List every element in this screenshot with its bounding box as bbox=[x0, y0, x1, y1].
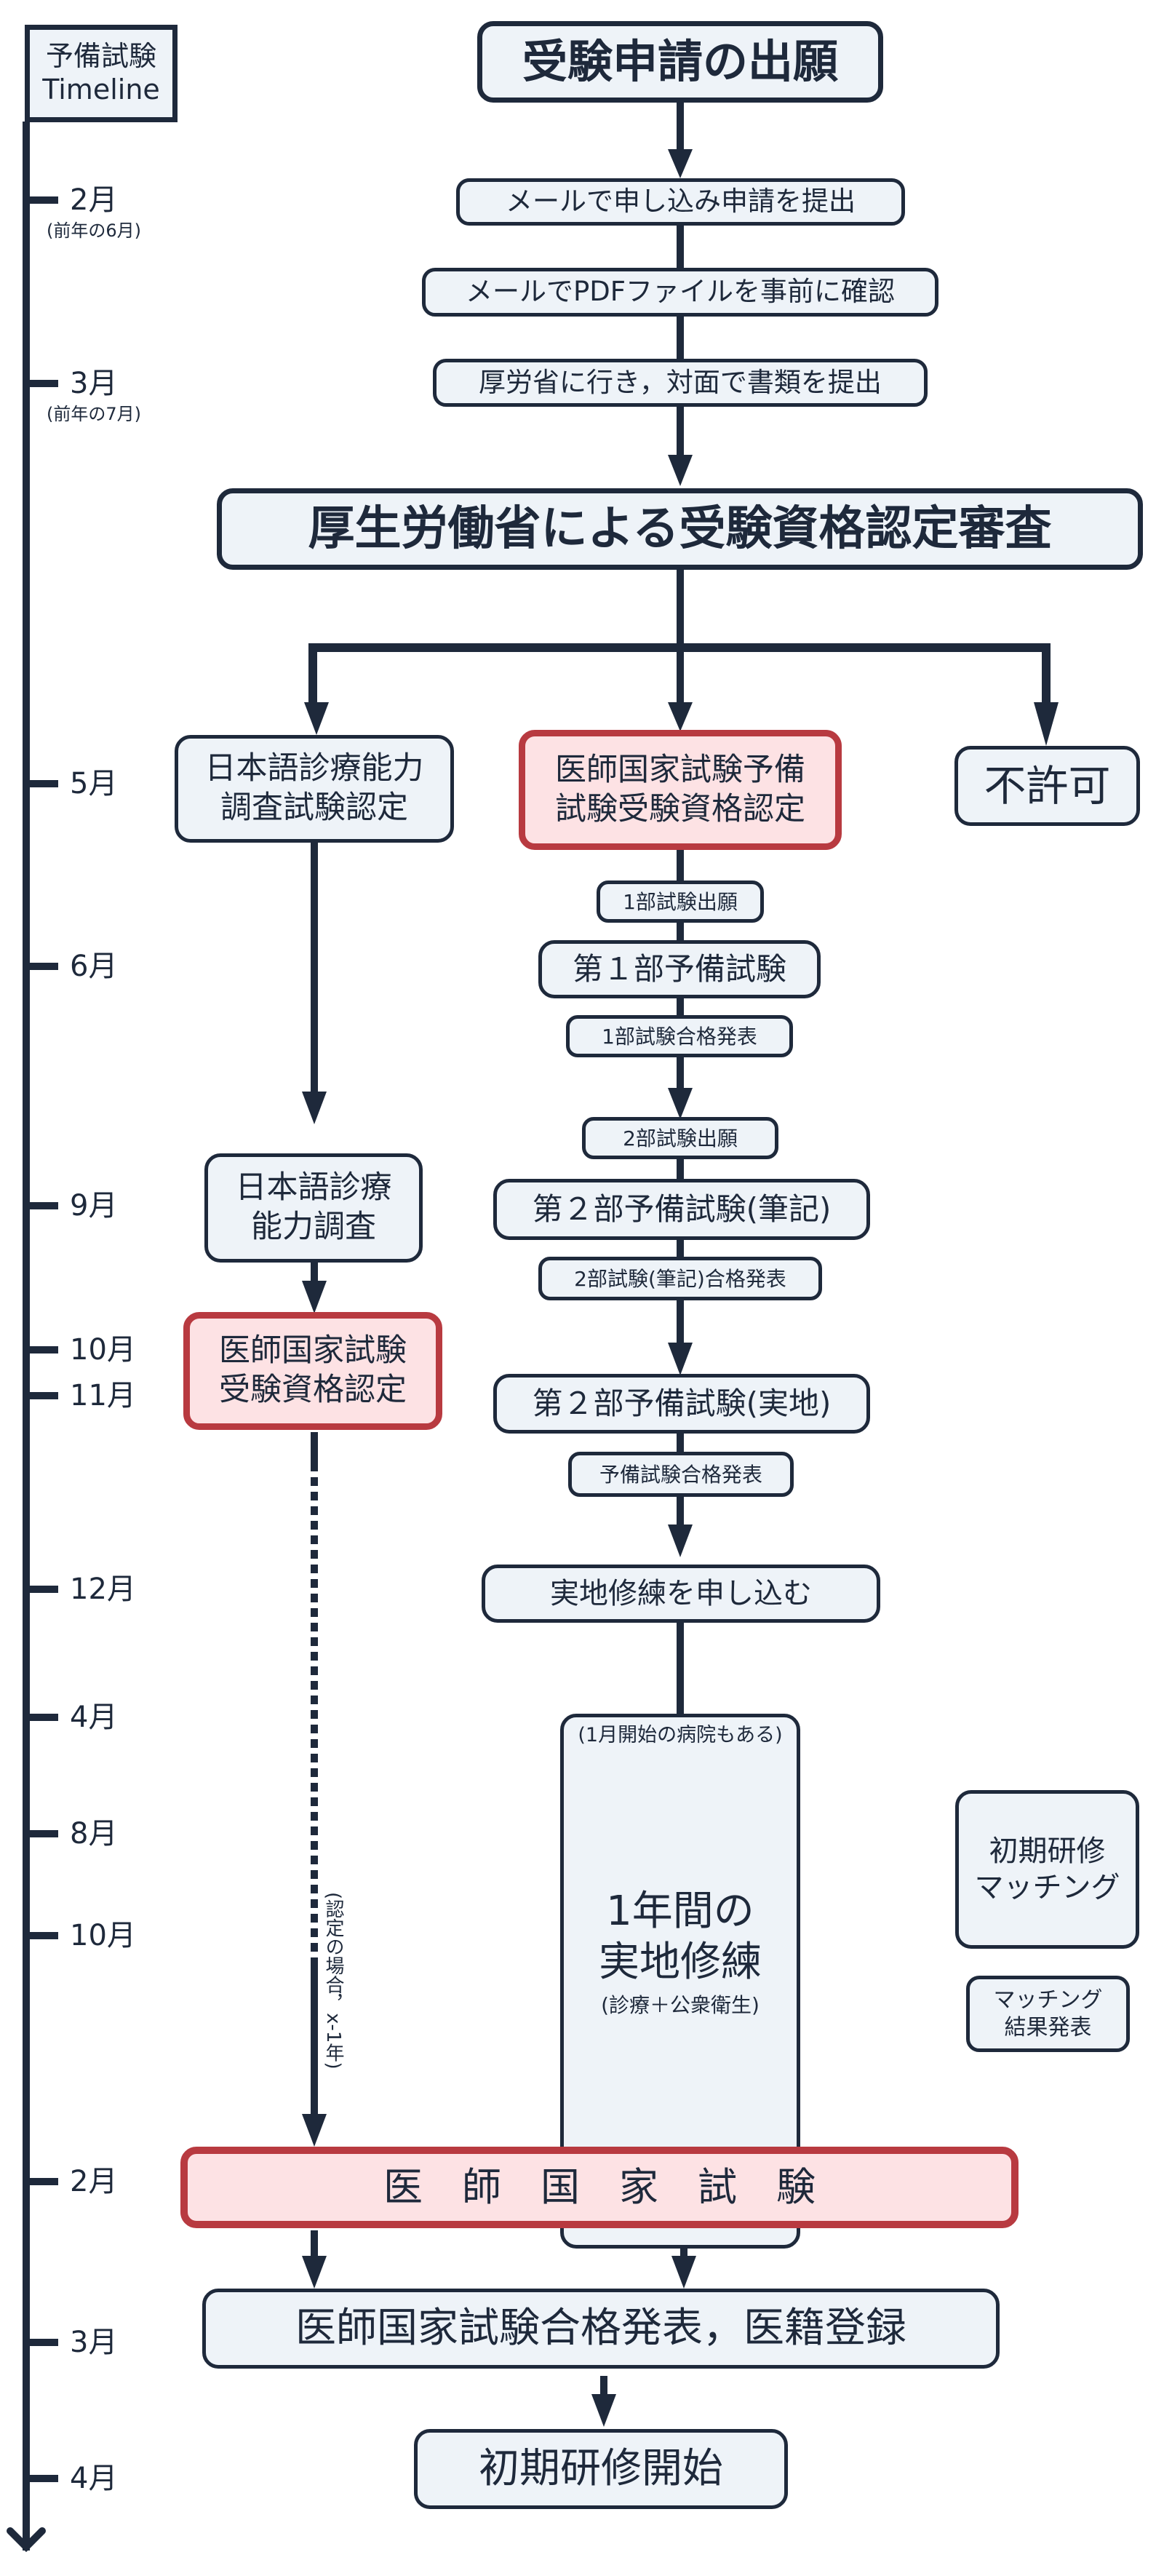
node-review: 厚生労働省による受験資格認定審査 bbox=[217, 488, 1143, 570]
node-training-apply: 実地修練を申し込む bbox=[482, 1565, 880, 1623]
node-pass-registration: 医師国家試験合格発表，医籍登録 bbox=[202, 2289, 1000, 2369]
month-label: 11月 bbox=[70, 1379, 136, 1412]
arrowhead bbox=[304, 702, 329, 735]
arrowhead bbox=[668, 1343, 693, 1375]
arrowhead bbox=[302, 2114, 327, 2147]
arrowhead bbox=[591, 2394, 616, 2427]
node-part2-practical: 第２部予備試験(実地) bbox=[493, 1374, 870, 1434]
timeline-tick bbox=[26, 2339, 58, 2346]
timeline-title-line2: Timeline bbox=[42, 73, 160, 106]
timeline-tick bbox=[26, 1932, 58, 1939]
arrowhead bbox=[668, 702, 693, 731]
node-prelim-result: 予備試験合格発表 bbox=[568, 1452, 794, 1497]
timeline-tick bbox=[26, 196, 58, 204]
timeline-tick bbox=[26, 380, 58, 387]
node-part1-apply: 1部試験出願 bbox=[597, 880, 764, 923]
month-label: 3月 bbox=[70, 367, 118, 400]
dashed-connector-note: (認定の場合，x-1年) bbox=[322, 1892, 344, 2070]
arrowhead bbox=[668, 455, 693, 486]
timeline-tick bbox=[26, 1346, 58, 1353]
node-part2-apply: 2部試験出願 bbox=[582, 1117, 778, 1159]
arrowhead bbox=[302, 2256, 327, 2289]
month-label: 3月 bbox=[70, 2326, 118, 2359]
timeline-tick bbox=[26, 2475, 58, 2482]
arrowhead bbox=[668, 149, 693, 178]
node-exam-qualification: 医師国家試験 受験資格認定 bbox=[183, 1312, 442, 1430]
node-application: 受験申請の出願 bbox=[477, 21, 883, 103]
timeline-tick bbox=[26, 1392, 58, 1399]
month-label: 2月 bbox=[70, 2165, 118, 2198]
month-label: 5月 bbox=[70, 767, 118, 800]
arrowhead bbox=[1034, 702, 1059, 746]
timeline-title-line1: 予備試験 bbox=[45, 40, 156, 73]
training-subnote: (診療＋公衆衛生) bbox=[601, 1992, 760, 2017]
month-label: 8月 bbox=[70, 1817, 118, 1850]
node-part2-written-result: 2部試験(筆記)合格発表 bbox=[538, 1257, 822, 1300]
timeline-tick bbox=[26, 963, 58, 970]
timeline-tick bbox=[26, 1830, 58, 1837]
node-matching: 初期研修 マッチング bbox=[955, 1790, 1139, 1949]
node-matching-result: マッチング 結果発表 bbox=[966, 1976, 1130, 2052]
month-label: 6月 bbox=[70, 950, 118, 983]
month-label: 10月 bbox=[70, 1333, 136, 1367]
timeline-tick bbox=[26, 1586, 58, 1593]
training-note: (1月開始の病院もある) bbox=[578, 1724, 783, 1746]
arrowhead bbox=[302, 1281, 327, 1313]
month-sublabel: (前年の6月) bbox=[47, 220, 141, 241]
node-part1-result: 1部試験合格発表 bbox=[566, 1015, 793, 1057]
node-prelim-cert: 医師国家試験予備 試験受験資格認定 bbox=[519, 730, 842, 850]
node-email-submit: メールで申し込み申請を提出 bbox=[456, 178, 905, 226]
month-label: 10月 bbox=[70, 1919, 136, 1952]
node-part1-exam: 第１部予備試験 bbox=[538, 940, 821, 998]
month-label: 2月 bbox=[70, 183, 118, 217]
arrowhead bbox=[668, 1524, 693, 1557]
node-email-pdf: メールでPDFファイルを事前に確認 bbox=[422, 268, 938, 317]
month-label: 9月 bbox=[70, 1189, 118, 1223]
timeline-tick bbox=[26, 1202, 58, 1209]
arrowhead bbox=[671, 2256, 696, 2289]
node-rejected: 不許可 bbox=[954, 746, 1140, 826]
node-residency-start: 初期研修開始 bbox=[414, 2429, 788, 2509]
node-part2-written: 第２部予備試験(筆記) bbox=[493, 1179, 870, 1240]
timeline-tick bbox=[26, 1714, 58, 1721]
timeline-tick bbox=[26, 780, 58, 787]
month-label: 12月 bbox=[70, 1573, 136, 1606]
month-label: 4月 bbox=[70, 1701, 118, 1734]
timeline-title-box: 予備試験 Timeline bbox=[25, 25, 178, 122]
arrowhead bbox=[302, 1092, 327, 1124]
arrowhead bbox=[668, 1088, 693, 1119]
month-label: 4月 bbox=[70, 2462, 118, 2495]
timeline-arrowhead bbox=[7, 2527, 46, 2553]
node-jlpt-exam: 日本語診療 能力調査 bbox=[204, 1153, 423, 1263]
node-mhlw-visit: 厚労省に行き，対面で書類を提出 bbox=[433, 359, 928, 407]
node-jlpt-cert: 日本語診療能力 調査試験認定 bbox=[175, 735, 454, 843]
timeline-tick bbox=[26, 2178, 58, 2185]
node-national-exam: 医 師 国 家 試 験 bbox=[180, 2147, 1018, 2228]
month-sublabel: (前年の7月) bbox=[47, 404, 141, 424]
